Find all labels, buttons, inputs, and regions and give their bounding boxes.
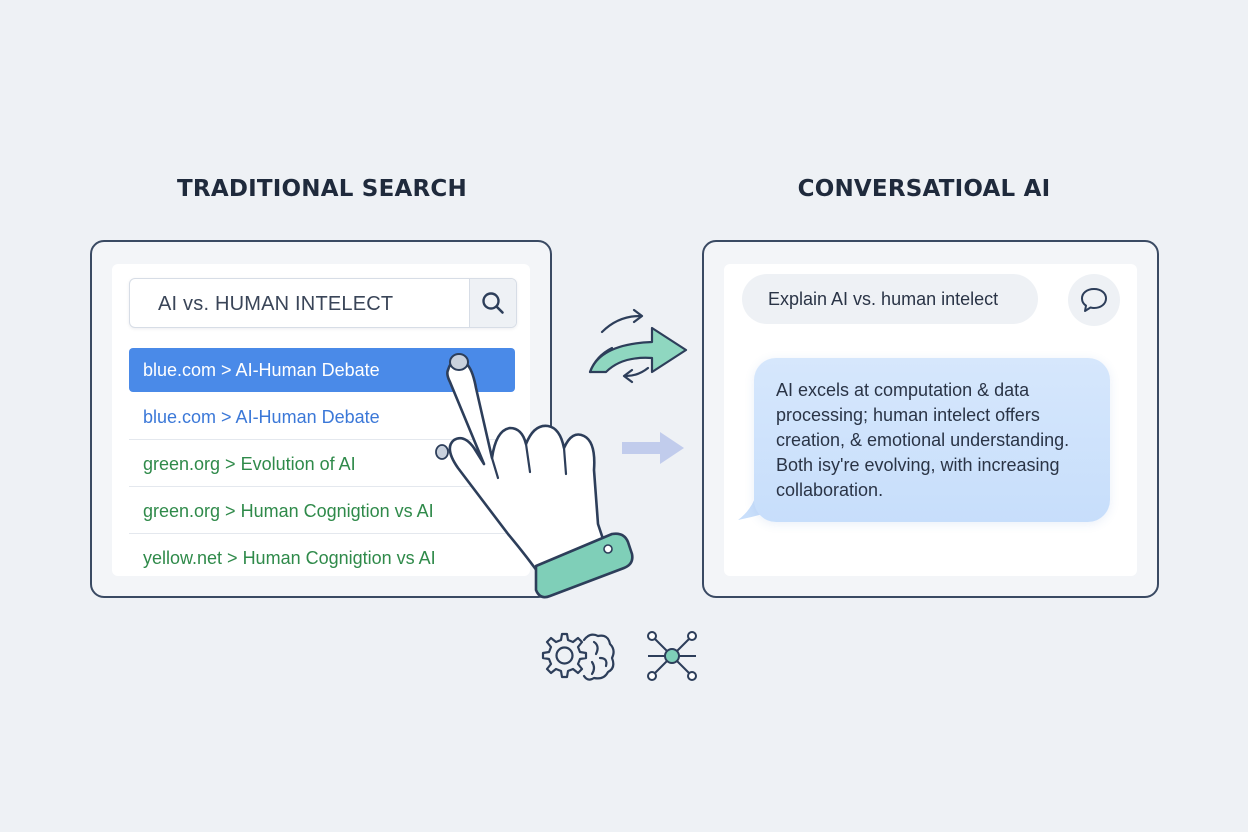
search-result-4[interactable]: green.org > Human Cognigtion vs AI (129, 488, 515, 534)
chat-button[interactable] (1068, 274, 1120, 326)
chat-panel-content: Explain AI vs. human intelect AI excels … (724, 264, 1137, 576)
search-result-5[interactable]: yellow.net > Human Cognigtion vs AI (143, 548, 436, 568)
conversational-ai-heading: CONVERSATIOAL AI (797, 176, 1051, 202)
chat-panel: Explain AI vs. human intelect AI excels … (702, 240, 1159, 598)
ai-response: AI excels at computation & data processi… (754, 358, 1110, 522)
traditional-search-heading: TRADITIONAL SEARCH (177, 176, 467, 202)
search-result-3[interactable]: green.org > Evolution of AI (129, 441, 515, 487)
search-icon (482, 292, 504, 314)
ai-response-line: processing; human intelect offers (776, 405, 1040, 425)
right-arrow-icon (622, 432, 684, 464)
ai-response-line: Both isy're evolving, with increasing (776, 455, 1060, 475)
gear-brain-icon (541, 632, 615, 681)
swap-arrows-icon (588, 308, 688, 384)
ai-response-line: creation, & emotional understanding. (776, 430, 1070, 450)
search-input[interactable]: AI vs. HUMAN INTELECT (129, 278, 517, 328)
ai-response-line: AI excels at computation & data (776, 380, 1030, 400)
user-message: Explain AI vs. human intelect (742, 274, 1038, 324)
speech-bubble-icon (1081, 288, 1107, 312)
network-icon (647, 631, 697, 681)
ai-response-line: collaboration. (776, 480, 884, 500)
search-result-2[interactable]: blue.com > AI-Human Debate (129, 394, 515, 440)
hand-pointer-icon[interactable] (426, 348, 636, 600)
search-query: AI vs. HUMAN INTELECT (158, 293, 394, 315)
search-button[interactable] (469, 279, 516, 327)
